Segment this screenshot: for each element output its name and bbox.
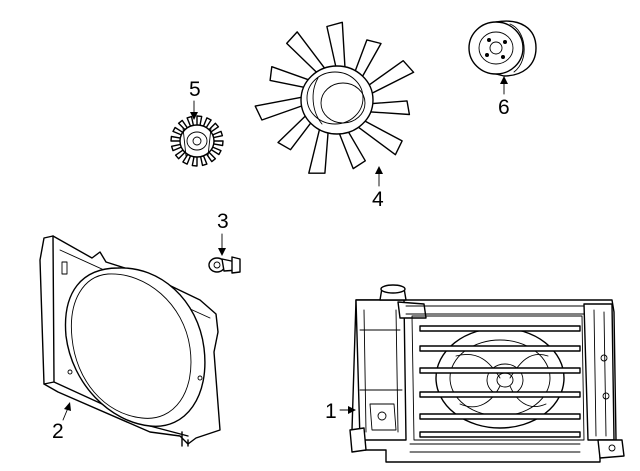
callout-3: 3 — [217, 210, 229, 256]
radiator-bar-2 — [419, 345, 581, 352]
radiator-bar-1 — [419, 325, 581, 332]
clutch-fin-12 — [186, 115, 195, 127]
fan-blade-9 — [254, 95, 308, 121]
pulley-drawing — [468, 20, 537, 77]
radiator-bar-6 — [419, 431, 581, 438]
callout-2-label: 2 — [52, 420, 64, 443]
fan-clutch-drawing — [170, 115, 224, 167]
radiator-bar-5 — [419, 413, 581, 420]
clutch-fin-8 — [170, 143, 182, 152]
clutch-fin-13 — [196, 115, 203, 126]
callout-5-label: 5 — [189, 78, 201, 101]
callout-2: 2 — [52, 402, 71, 443]
callout-3-label: 3 — [217, 210, 229, 233]
radiator-bar-3 — [419, 367, 581, 374]
callout-5: 5 — [189, 78, 201, 120]
callout-6: 6 — [498, 76, 510, 119]
callout-4: 4 — [372, 166, 384, 211]
clutch-fin-1 — [213, 140, 224, 147]
clutch-fin-4 — [199, 155, 208, 167]
callout-1: 1 — [325, 400, 356, 423]
fan-shroud-drawing — [39, 235, 221, 447]
fan-blade-drawing — [254, 21, 415, 174]
radiator-bar-4 — [419, 391, 581, 398]
radiator-drawing — [349, 284, 625, 463]
callout-1-label: 1 — [325, 400, 337, 423]
clutch-fin-9 — [170, 135, 181, 142]
clutch-fin-5 — [191, 156, 198, 167]
callout-6-label: 6 — [498, 96, 510, 119]
clutch-fin-16 — [212, 130, 224, 139]
callout-4-label: 4 — [372, 188, 384, 211]
push-pin-clip-drawing — [208, 256, 241, 274]
